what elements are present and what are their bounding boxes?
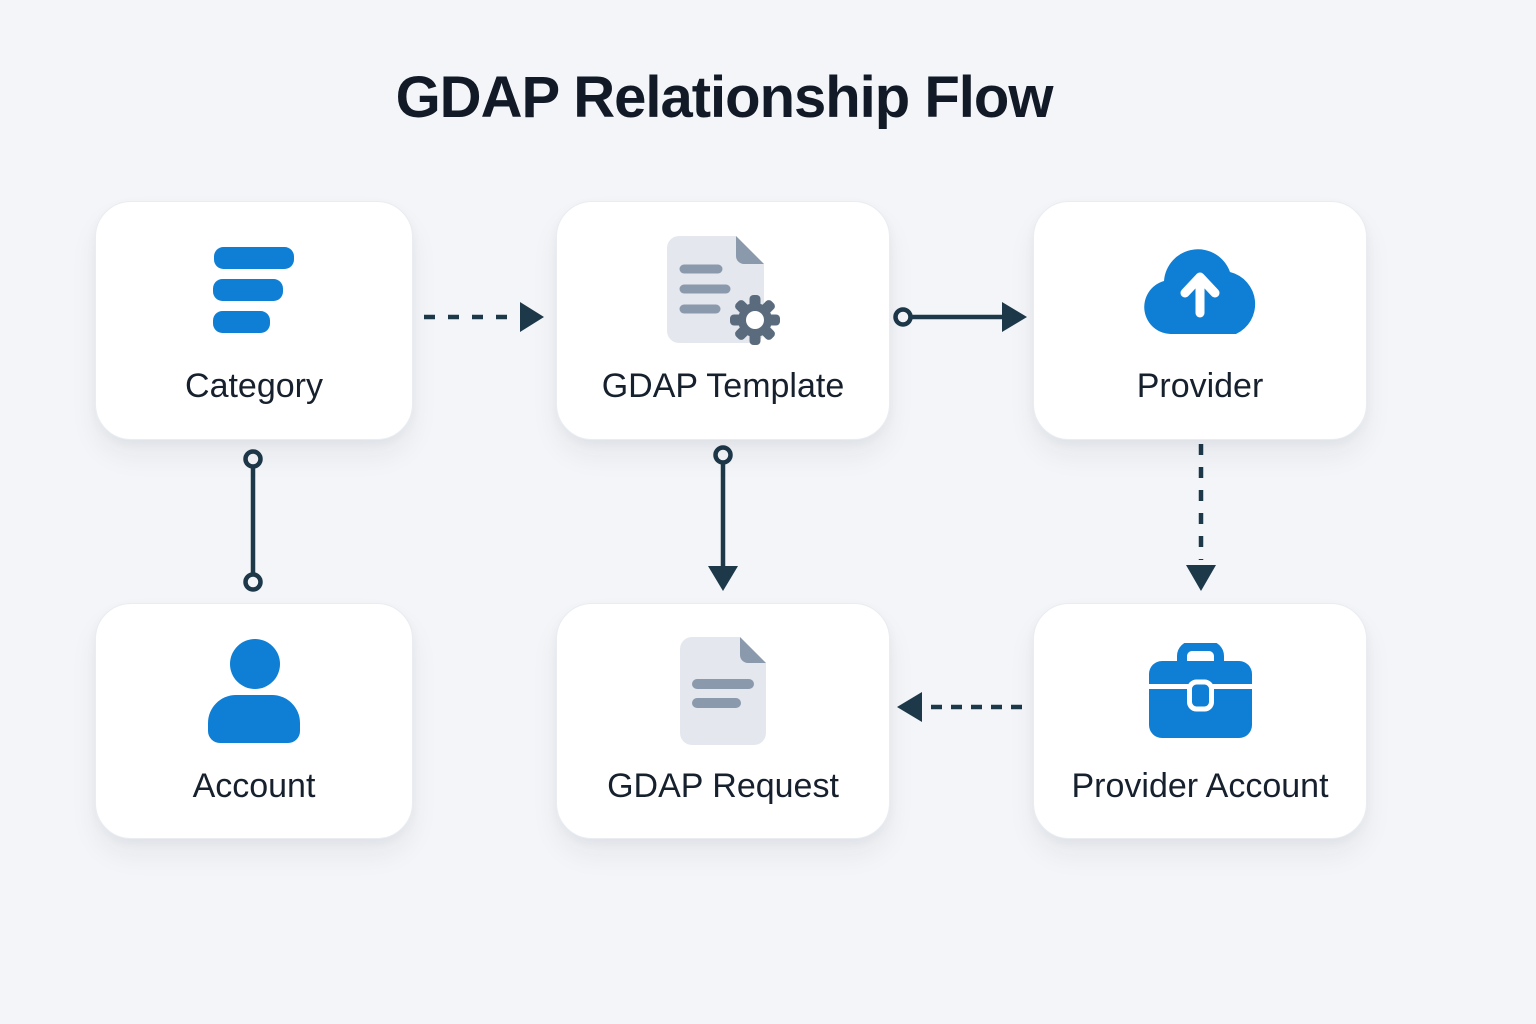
node-label: GDAP Request: [607, 767, 839, 805]
document-icon: [680, 636, 766, 745]
document-gear-icon: [666, 235, 780, 345]
connector-provider-to-provider-account: [1186, 444, 1216, 591]
node-label: Category: [185, 366, 323, 405]
node-category: Category: [95, 201, 413, 440]
node-label: GDAP Template: [601, 366, 845, 405]
node-label: Provider: [1136, 366, 1264, 405]
node-provider: Provider: [1033, 201, 1367, 440]
node-gdap-template: GDAP Template: [556, 201, 890, 440]
page-title: GDAP Relationship Flow: [395, 65, 1054, 130]
connector-template-to-request: [708, 445, 738, 591]
node-account: Account: [95, 603, 413, 839]
node-gdap-request: GDAP Request: [556, 603, 890, 839]
briefcase-icon: [1148, 636, 1252, 745]
connector-template-to-provider: [893, 302, 1027, 332]
person-icon: [208, 636, 300, 745]
node-label: Account: [192, 767, 316, 805]
list-bars-icon: [213, 236, 295, 345]
cloud-upload-icon: [1143, 236, 1257, 345]
node-provider-account: Provider Account: [1033, 603, 1367, 839]
connector-category-to-template: [424, 302, 544, 332]
connector-category-to-account: [243, 449, 263, 592]
node-label: Provider Account: [1071, 767, 1329, 805]
connector-provider-account-to-request: [897, 692, 1026, 722]
